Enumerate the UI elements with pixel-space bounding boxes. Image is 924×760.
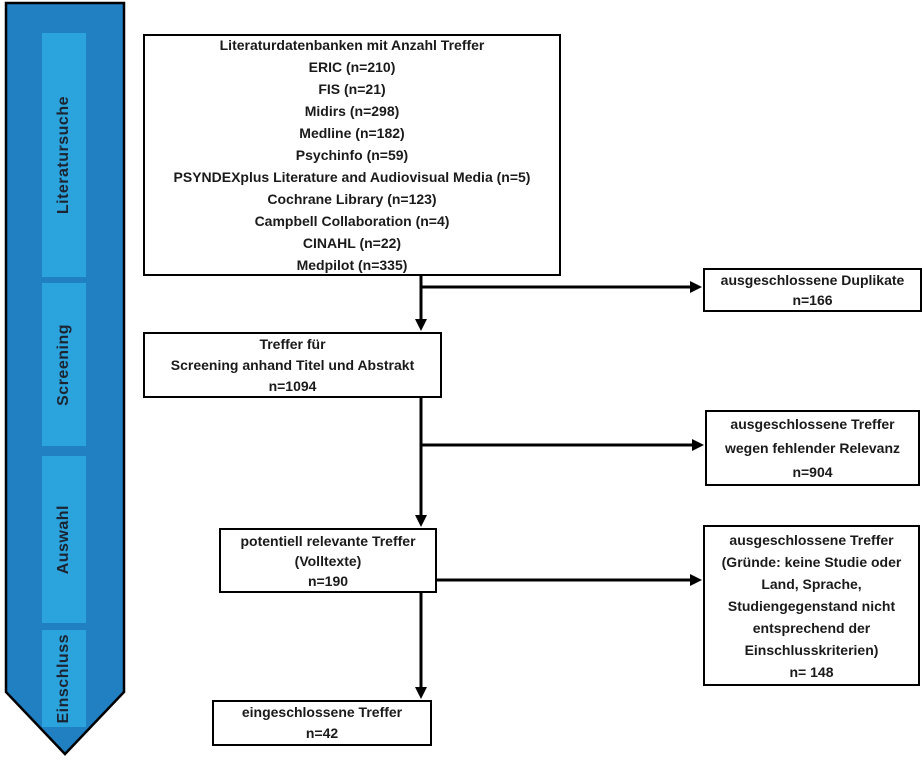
stage-segment-auswahl [42, 456, 86, 623]
stage-label-auswahl: Auswahl [42, 456, 86, 623]
box-line: Einschlusskriterien) [744, 641, 879, 658]
box-line: Midirs (n=298) [304, 103, 400, 119]
box-line: n=904 [792, 464, 833, 480]
box-line: n= 148 [789, 663, 834, 680]
stage-label-screening: Screening [42, 283, 86, 446]
box-line: Campbell Collaboration (n=4) [254, 213, 450, 229]
arrowhead-right-relevance [692, 439, 704, 451]
box-line: ERIC (n=210) [308, 59, 396, 75]
box-line: Treffer für [259, 335, 326, 352]
box-screening-hits: Treffer für Screening anhand Titel und A… [143, 332, 442, 398]
box-line: potentiell relevante Treffer [240, 532, 416, 549]
stage-label-text: Screening [55, 323, 72, 406]
box-included-hits: eingeschlossene Treffer n=42 [212, 700, 432, 746]
stage-label-text: Literatursuche [55, 95, 72, 215]
stage-segment-einschluss [42, 630, 86, 727]
box-line: n=42 [305, 725, 339, 741]
box-line: n=166 [792, 292, 833, 308]
stage-label-literatursuche: Literatursuche [42, 33, 86, 277]
box-line: CINAHL (n=22) [302, 235, 402, 251]
box-line: (Volltexte) [294, 552, 362, 569]
stage-label-text: Auswahl [55, 504, 72, 575]
box-excluded-relevance: ausgeschlossene Treffer wegen fehlender … [705, 410, 920, 486]
box-line: wegen fehlender Relevanz [724, 440, 901, 456]
stage-label-text: Einschluss [55, 633, 72, 724]
box-excluded-fulltext: ausgeschlossene Treffer (Gründe: keine S… [703, 525, 920, 686]
box-line: Medpilot (n=335) [296, 257, 408, 273]
arrowhead-right-excluded-fulltext [690, 574, 702, 586]
stage-segment-literatursuche [42, 33, 86, 277]
box-line: eingeschlossene Treffer [241, 704, 403, 720]
arrowhead-down-screening [415, 319, 427, 331]
box-line: Psychinfo (n=59) [295, 147, 409, 163]
stage-segment-screening [42, 283, 86, 446]
box-line: n=1094 [268, 377, 317, 394]
box-line: entsprechend der [752, 619, 871, 636]
box-line: Medline (n=182) [299, 125, 405, 141]
box-line: FIS (n=21) [318, 81, 386, 97]
box-line: ausgeschlossene Treffer [729, 531, 894, 548]
arrowhead-down-fulltext [415, 515, 427, 527]
box-line: ausgeschlossene Duplikate [720, 272, 905, 288]
box-line: PSYNDEXplus Literature and Audiovisual M… [173, 169, 531, 185]
box-line: Cochrane Library (n=123) [267, 191, 437, 207]
arrowhead-down-included [415, 687, 427, 699]
box-line: ausgeschlossene Treffer [730, 416, 895, 432]
arrowhead-right-duplicates [690, 281, 702, 293]
box-line: n=190 [307, 572, 349, 589]
box-literature-databases: Literaturdatenbanken mit Anzahl Treffer … [143, 34, 561, 276]
stage-arrow [4, 1, 126, 756]
box-potentially-relevant: potentiell relevante Treffer (Volltexte)… [219, 528, 437, 593]
stage-label-einschluss: Einschluss [42, 630, 86, 727]
box-line: Studiengegenstand nicht [727, 597, 896, 614]
box-line: (Gründe: keine Studie oder [721, 553, 902, 570]
box-line: Land, Sprache, [761, 575, 862, 592]
box-excluded-duplicates: ausgeschlossene Duplikate n=166 [703, 268, 922, 312]
box-title: Literaturdatenbanken mit Anzahl Treffer [219, 37, 485, 53]
box-line: Screening anhand Titel und Abstrakt [170, 356, 415, 373]
